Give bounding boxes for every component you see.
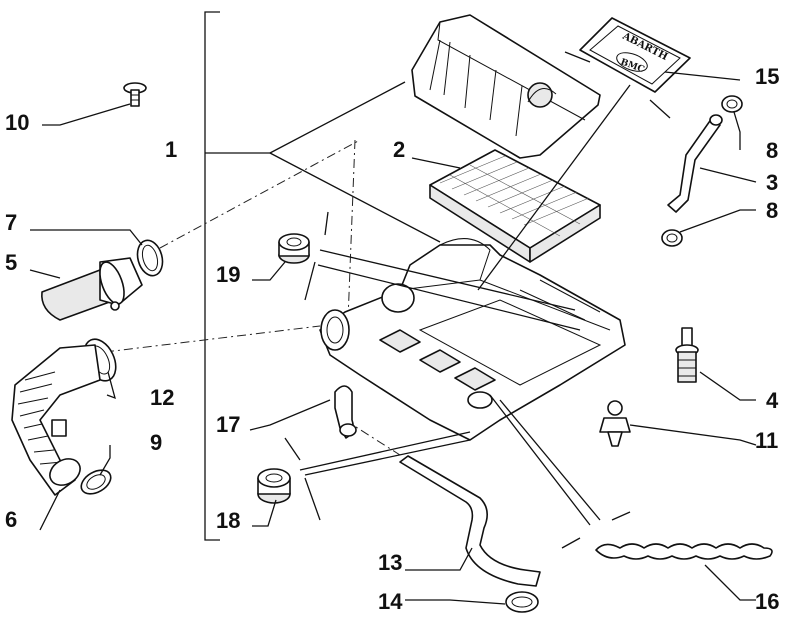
callout-15: 15 bbox=[755, 64, 779, 89]
elbow-pipe bbox=[334, 385, 357, 439]
seal-strip bbox=[595, 543, 773, 560]
intake-duct bbox=[41, 257, 143, 321]
callout-10: 10 bbox=[5, 110, 29, 135]
callout-8-upper: 8 bbox=[766, 138, 778, 163]
clamp-14 bbox=[505, 591, 539, 613]
leader-lines bbox=[29, 51, 757, 605]
callout-4: 4 bbox=[766, 388, 779, 413]
callout-19: 19 bbox=[216, 262, 240, 287]
alignment-lines bbox=[104, 139, 401, 456]
callout-13: 13 bbox=[378, 550, 402, 575]
callout-2: 2 bbox=[393, 137, 405, 162]
callout-8-lower: 8 bbox=[766, 198, 778, 223]
callout-11: 11 bbox=[755, 428, 778, 453]
callout-7: 7 bbox=[5, 210, 17, 235]
corrugated-hose bbox=[11, 344, 101, 496]
hose-13 bbox=[399, 455, 541, 587]
air-box-housing bbox=[319, 238, 626, 441]
valve bbox=[675, 327, 699, 383]
callout-16: 16 bbox=[755, 589, 779, 614]
callout-18: 18 bbox=[216, 508, 240, 533]
clamp-8-lower bbox=[661, 229, 683, 247]
grommet-19 bbox=[278, 233, 310, 264]
filter-element bbox=[429, 149, 601, 263]
callout-labels: 1 2 3 4 5 6 7 8 8 9 10 11 12 13 14 15 16… bbox=[5, 64, 779, 614]
assembly-bracket bbox=[204, 11, 270, 541]
callout-5: 5 bbox=[5, 250, 17, 275]
hose-clamp-9 bbox=[80, 469, 112, 495]
callout-12: 12 bbox=[150, 385, 174, 410]
push-pin bbox=[599, 400, 631, 447]
callout-17: 17 bbox=[216, 412, 240, 437]
hose-clamp-upper bbox=[136, 239, 164, 277]
abarth-bmc-badge: ABARTH BMC bbox=[579, 17, 691, 93]
callout-6: 6 bbox=[5, 507, 17, 532]
engine-cover bbox=[411, 14, 601, 159]
callout-9: 9 bbox=[150, 430, 162, 455]
breather-hose bbox=[667, 114, 723, 213]
callout-3: 3 bbox=[766, 170, 778, 195]
clamp-8-upper bbox=[721, 95, 743, 113]
grommet-18 bbox=[257, 468, 291, 504]
callout-14: 14 bbox=[378, 589, 403, 614]
callout-1: 1 bbox=[165, 137, 177, 162]
bolt bbox=[123, 82, 147, 107]
